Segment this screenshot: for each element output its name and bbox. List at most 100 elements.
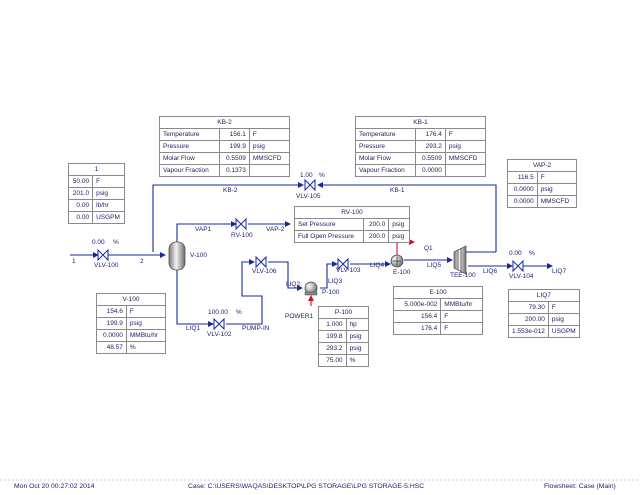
vlv-103-label[interactable]: VLV-103 (336, 267, 361, 274)
row-unit: % (125, 341, 167, 354)
row-value: 48.57 (96, 341, 127, 354)
stream-vap1-line[interactable] (176, 221, 237, 244)
pump-in-label[interactable]: PUMP-IN (242, 325, 270, 332)
row-value: 176.4 (414, 128, 446, 141)
q1-label[interactable]: Q1 (424, 245, 433, 252)
row-value: 156.4 (392, 310, 442, 323)
tee-100-label[interactable]: TEE-100 (450, 272, 476, 279)
vlv-102-opening-value: 100.00 (208, 309, 228, 316)
liq3-label[interactable]: LIQ3 (328, 278, 343, 285)
stream-2-label[interactable]: 2 (140, 258, 144, 265)
row-value: 0.0000 (96, 329, 127, 342)
liq2-label[interactable]: LIQ2 (286, 281, 301, 288)
kb1-stream-label[interactable]: KB-1 (390, 187, 405, 194)
row-value: 176.4 (392, 322, 442, 335)
v-100-label[interactable]: V-100 (190, 252, 207, 259)
row-unit (248, 164, 291, 177)
row-unit: hp (345, 318, 370, 331)
row-unit: % (345, 354, 370, 367)
vlv-100-label[interactable]: VLV-100 (94, 262, 119, 269)
kb2-stream-label[interactable]: KB-2 (223, 187, 238, 194)
stream-liq3-line[interactable] (320, 261, 338, 289)
stream-pumpin-line[interactable] (226, 259, 263, 325)
row-label: Molar Flow (355, 152, 416, 165)
row-unit: USGPM (547, 325, 580, 338)
liq4-label[interactable]: LIQ4 (370, 262, 385, 269)
vlv-106-valve-icon[interactable] (255, 255, 267, 269)
p-100-label[interactable]: P-100 (322, 289, 340, 296)
row-value: 199.9 (218, 140, 250, 153)
vlv-105-label[interactable]: VLV-105 (296, 193, 321, 200)
row-value: 0.1373 (218, 164, 250, 177)
status-flowsheet: Flowsheet: Case (Main) (544, 483, 616, 490)
row-unit (444, 164, 487, 177)
liq7-label[interactable]: LIQ7 (552, 268, 567, 275)
row-unit: psig (388, 218, 410, 231)
row-unit: USGPM (92, 211, 125, 224)
row-value: 0.0000 (507, 195, 538, 208)
table-title: RV-100 (294, 206, 410, 219)
row-value: 79.30 (508, 301, 549, 314)
row-value: 75.00 (318, 354, 347, 367)
vlv-105-valve-icon[interactable] (304, 178, 316, 192)
row-unit: F (92, 175, 125, 188)
stream-1-label[interactable]: 1 (72, 258, 76, 265)
liq6-label[interactable]: LIQ6 (483, 268, 498, 275)
vap1-label[interactable]: VAP1 (195, 226, 212, 233)
row-value: 0.5509 (218, 152, 250, 165)
table-title: V-100 (96, 293, 166, 306)
row-label: Temperature (355, 128, 416, 141)
stream-liq1-line[interactable] (176, 268, 214, 327)
v-100-separator-icon[interactable] (168, 241, 186, 271)
vlv-100-valve-icon[interactable] (97, 248, 109, 262)
vlv-102-opening-unit: % (236, 309, 242, 316)
vap2-label[interactable]: VAP-2 (266, 226, 285, 233)
stream-kb2-line[interactable] (152, 182, 304, 252)
tee-100-icon[interactable] (453, 245, 467, 275)
row-unit: F (440, 310, 483, 323)
table-title: KB-1 (355, 116, 486, 129)
row-unit: lb/hr (92, 199, 125, 212)
e-100-heater-icon[interactable] (390, 254, 404, 268)
vlv-104-label[interactable]: VLV-104 (509, 273, 534, 280)
row-unit: MMSCFD (444, 152, 487, 165)
power1-label[interactable]: POWER1 (285, 313, 314, 320)
liq5-label[interactable]: LIQ5 (427, 262, 442, 269)
vlv-103-valve-icon[interactable] (337, 257, 349, 271)
row-value: 199.8 (318, 330, 347, 343)
row-value: 1.553e-012 (508, 325, 549, 338)
rv-100-valve-icon[interactable] (235, 217, 247, 231)
liq1-label[interactable]: LIQ1 (186, 325, 201, 332)
row-label: Pressure (355, 140, 416, 153)
row-value: 0.0000 (507, 183, 538, 196)
vlv-102-label[interactable]: VLV-102 (207, 331, 232, 338)
stream-kb1-line[interactable] (317, 182, 497, 247)
q1-energy-line[interactable] (396, 239, 415, 255)
row-unit: psig (92, 187, 125, 200)
table-title: 1 (68, 163, 125, 176)
row-unit: F (444, 128, 487, 141)
row-label: Vapour Fraction (355, 164, 416, 177)
p-100-pump-icon[interactable] (304, 281, 318, 296)
row-value: 5.000e-002 (392, 298, 442, 311)
row-value: 0.0000 (414, 164, 446, 177)
rv-100-label[interactable]: RV-100 (231, 232, 253, 239)
vlv-106-label[interactable]: VLV-106 (252, 268, 277, 275)
row-unit: MMBtu/hr (440, 298, 483, 311)
vlv-102-valve-icon[interactable] (213, 317, 225, 331)
stream-liq2-line[interactable] (268, 261, 303, 291)
status-bar: Mon Oct 20 00:27:02 2014 Case: C:\USERS\… (0, 481, 640, 495)
e-100-label[interactable]: E-100 (393, 269, 411, 276)
row-unit: MMSCFD (248, 152, 291, 165)
vlv-104-valve-icon[interactable] (512, 259, 524, 273)
